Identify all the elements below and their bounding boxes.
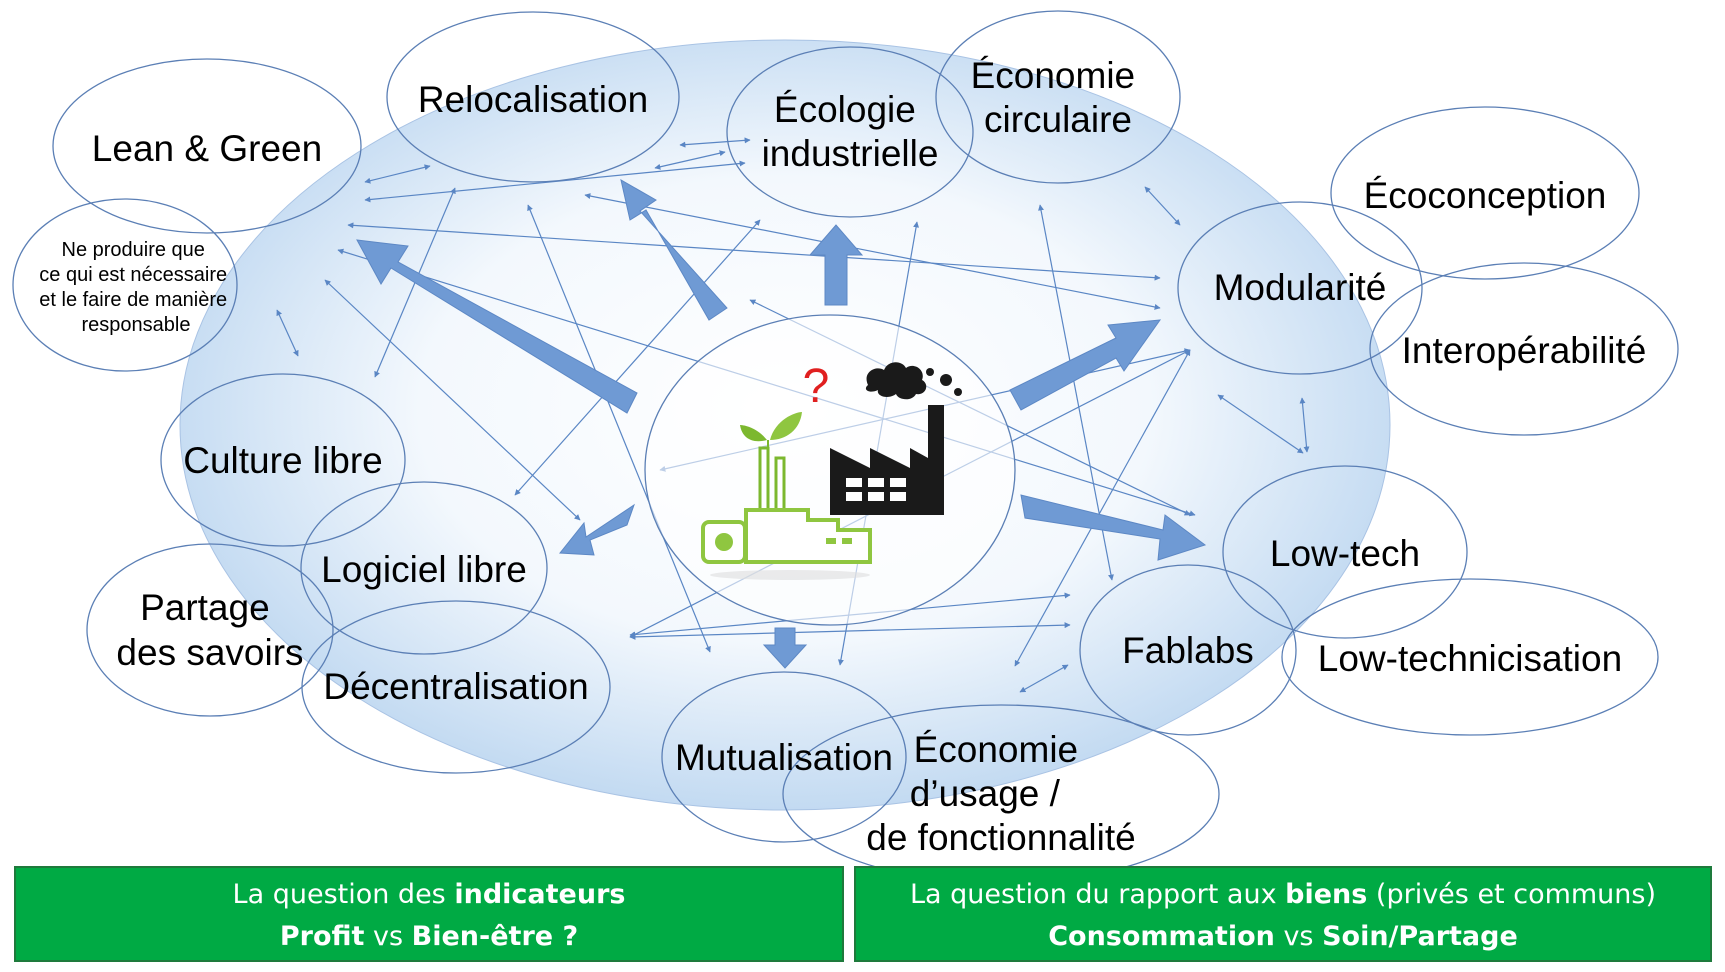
ellipse-mutualisation bbox=[661, 671, 907, 843]
ellipse-partage bbox=[86, 543, 334, 717]
label-decentralisation: Décentralisation bbox=[323, 666, 588, 707]
banner-indicateurs-vs: vs bbox=[364, 921, 412, 952]
label-culture-libre: Culture libre bbox=[183, 440, 382, 481]
ellipse-relocalisation bbox=[386, 11, 680, 183]
banner-indicateurs-keyword: indicateurs bbox=[454, 879, 626, 910]
label-partage-line-1: Partage bbox=[140, 587, 270, 628]
question-mark: ? bbox=[803, 360, 830, 413]
label-partage-des-savoirs: Partage des savoirs bbox=[116, 587, 303, 673]
ellipse-low-tech bbox=[1222, 465, 1468, 639]
banner-profit: Profit bbox=[279, 921, 365, 952]
ellipse-culture-libre bbox=[160, 373, 406, 547]
banner-biens-suffix: (privés et communs) bbox=[1367, 879, 1657, 910]
label-ecologie-line-1: Écologie bbox=[774, 89, 916, 130]
banner-indicateurs: La question des indicateurs Profit vs Bi… bbox=[14, 866, 844, 962]
label-low-tech: Low-tech bbox=[1270, 533, 1420, 574]
label-economie-usage-line-2: d’usage / bbox=[910, 773, 1061, 814]
label-ecoconception: Écoconception bbox=[1364, 175, 1607, 216]
ellipse-modularite bbox=[1177, 201, 1423, 375]
banner-biens-keyword: biens bbox=[1285, 879, 1368, 910]
label-logiciel-libre: Logiciel libre bbox=[321, 549, 527, 590]
polluting-factory-icon bbox=[830, 362, 962, 515]
ellipse-lean-green bbox=[52, 58, 362, 234]
label-ne-produire: Ne produire que ce qui est nécessaire et… bbox=[39, 239, 232, 336]
label-ne-produire-line-4: responsable bbox=[82, 314, 191, 336]
label-low-technicisation: Low-technicisation bbox=[1318, 638, 1622, 679]
block-arrows bbox=[356, 179, 1207, 669]
banner-biens-prefix: La question du rapport aux bbox=[909, 879, 1286, 910]
label-economie-circulaire-line-1: Économie bbox=[971, 55, 1136, 96]
green-factory-icon bbox=[701, 412, 872, 580]
label-mutualisation: Mutualisation bbox=[675, 737, 893, 778]
green-factory-and-polluting-factory-icon: ? bbox=[701, 360, 962, 580]
ellipse-interoperabilite bbox=[1369, 262, 1679, 436]
ellipse-ecologie bbox=[726, 46, 974, 218]
banner-indicateurs-line-1: La question des indicateurs bbox=[16, 874, 842, 916]
ellipse-ecoconception bbox=[1330, 106, 1640, 280]
banner-biens-line-2: Consommation vs Soin/Partage bbox=[856, 916, 1710, 958]
label-economie-usage: Économie d’usage / de fonctionnalité bbox=[866, 729, 1135, 858]
banner-indicateurs-prefix: La question des bbox=[232, 879, 455, 910]
label-ecologie-line-2: industrielle bbox=[762, 133, 939, 174]
label-economie-circulaire: Économie circulaire bbox=[971, 55, 1146, 140]
label-interoperabilite: Interopérabilité bbox=[1402, 330, 1647, 371]
banner-biens-line-1: La question du rapport aux biens (privés… bbox=[856, 874, 1710, 916]
banner-biens-vs: vs bbox=[1274, 921, 1323, 952]
label-fablabs: Fablabs bbox=[1122, 630, 1254, 671]
banner-indicateurs-line-2: Profit vs Bien-être ? bbox=[16, 916, 842, 958]
label-economie-usage-line-3: de fonctionnalité bbox=[866, 817, 1135, 858]
ellipse-economie-circulaire bbox=[935, 10, 1181, 184]
label-ne-produire-line-1: Ne produire que bbox=[62, 239, 205, 261]
banner-biens: La question du rapport aux biens (privés… bbox=[854, 866, 1712, 962]
banner-soin-partage: Soin/Partage bbox=[1322, 921, 1518, 952]
ellipse-logiciel-libre bbox=[300, 481, 548, 655]
label-partage-line-2: des savoirs bbox=[116, 632, 303, 673]
label-relocalisation: Relocalisation bbox=[418, 79, 648, 120]
ellipse-fablabs bbox=[1079, 564, 1297, 736]
label-economie-circulaire-line-2: circulaire bbox=[984, 99, 1132, 140]
label-lean-green: Lean & Green bbox=[92, 128, 322, 169]
label-modularite: Modularité bbox=[1214, 267, 1387, 308]
label-economie-usage-line-1: Économie bbox=[914, 729, 1079, 770]
label-ne-produire-line-3: et le faire de manière bbox=[39, 289, 227, 311]
label-ecologie-industrielle: Écologie industrielle bbox=[762, 89, 939, 174]
ellipse-decentralisation bbox=[301, 600, 611, 774]
ellipse-ne-produire bbox=[12, 198, 238, 372]
banner-consommation: Consommation bbox=[1048, 921, 1275, 952]
label-ne-produire-line-2: ce qui est nécessaire bbox=[39, 264, 227, 286]
banner-bien-etre: Bien-être ? bbox=[411, 921, 579, 952]
smoke-icon bbox=[865, 362, 927, 400]
ellipse-low-technicisation bbox=[1281, 578, 1659, 736]
